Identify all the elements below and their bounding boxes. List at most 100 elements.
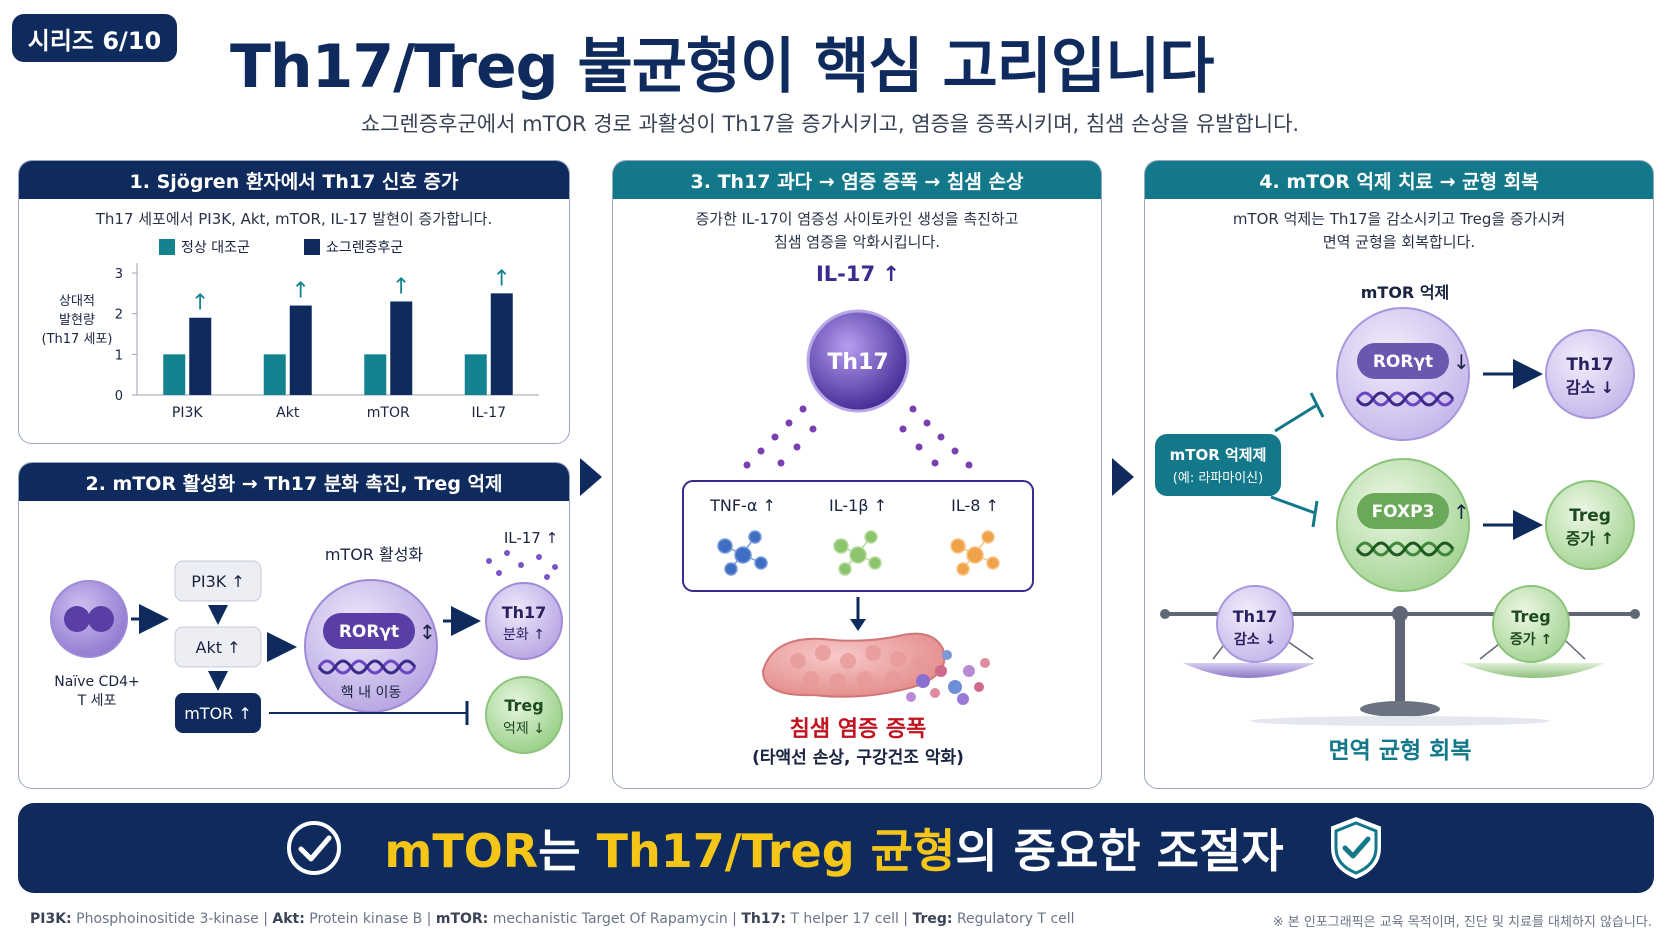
x-tick-label: PI3K — [172, 405, 203, 421]
panel4-desc-2: 면역 균형을 회복합니다. — [1322, 233, 1476, 252]
bar-control-mtor — [364, 354, 387, 395]
panel-mtor-inhibition: 4. mTOR 억제 치료 → 균형 회복 mTOR 억제는 Th17을 감소시… — [1144, 160, 1654, 789]
mtor-inhibition-diagram: mTOR 억제 RORγt ↓ Th17 감소 ↓ mTOR 억제제 (예: 라… — [1155, 283, 1640, 764]
treg-increase-cell-icon — [1545, 480, 1635, 570]
check-circle-icon — [287, 821, 342, 875]
rorgt-label: RORγt — [339, 622, 399, 642]
pi3k-chip: PI3K ↑ — [191, 572, 245, 591]
panel-th17-signal: 1. Sjögren 환자에서 Th17 신호 증가 Th17 세포에서 PI3… — [18, 160, 570, 444]
th17-decrease-label: Th17 — [1566, 355, 1613, 375]
up-arrow-icon: ↑ — [191, 291, 209, 316]
y-axis-label: (Th17 세포) — [42, 332, 113, 347]
mtor-inhibitor-example: (예: 라파마이신) — [1173, 471, 1263, 486]
il17-top-label: IL-17 ↑ — [816, 262, 900, 286]
result-label: 침샘 염증 증폭 — [790, 717, 927, 742]
akt-chip: Akt ↑ — [196, 638, 241, 657]
naive-cell-label: Naïve CD4+ — [54, 674, 139, 690]
bar-sjogren-mtor — [390, 301, 413, 395]
y-axis-label: 발현량 — [59, 313, 95, 328]
page-title: Th17/Treg 불균형이 핵심 고리입니다 — [230, 32, 1215, 102]
panel-mtor-activation: 2. mTOR 활성화 → Th17 분화 촉진, Treg 억제 Naïve … — [18, 462, 570, 789]
tnf-label: TNF-α ↑ — [709, 496, 776, 515]
page-subtitle: 쇼그렌증후군에서 mTOR 경로 과활성이 Th17을 증가시키고, 염증을 증… — [360, 112, 1300, 136]
panel3-desc-2: 침샘 염증을 악화시킵니다. — [773, 233, 941, 252]
legend-label-control: 정상 대조군 — [181, 240, 250, 256]
mtor-inhibitor-label: mTOR 억제제 — [1170, 446, 1267, 464]
scale-treg-label: Treg — [1511, 607, 1550, 626]
mtor-activation-label: mTOR 활성화 — [325, 545, 424, 564]
scale-treg-cell-icon — [1492, 585, 1570, 663]
x-tick-label: IL-17 — [471, 405, 506, 421]
mtor-chip: mTOR ↑ — [184, 704, 252, 723]
treg-increase-label: Treg — [1569, 506, 1611, 526]
bar-control-akt — [263, 354, 286, 395]
panel1-desc: Th17 세포에서 PI3K, Akt, mTOR, IL-17 발현이 증가합… — [95, 210, 493, 228]
immune-cell-cluster-icon — [906, 650, 990, 705]
scale-treg-sub: 증가 ↑ — [1510, 632, 1552, 648]
legend-swatch-sjogren — [304, 239, 320, 255]
bar-sjogren-akt — [289, 305, 312, 395]
inhibit-rorgt-line — [1274, 403, 1318, 433]
rorgt-up-down-icon: ↕ — [419, 620, 436, 644]
salivary-gland-icon — [761, 632, 946, 698]
cytokine-dots — [743, 405, 973, 469]
th17-decrease-cell-icon — [1545, 329, 1635, 419]
panel3-title: 3. Th17 과다 → 염증 증폭 → 침샘 손상 — [613, 161, 1101, 199]
th17-large-label: Th17 — [827, 350, 888, 375]
banner-particle: 는 — [538, 824, 597, 878]
il8-molecule-icon — [950, 530, 1000, 576]
abbreviation-footnote: PI3K: Phosphoinositide 3-kinase | Akt: P… — [30, 911, 1075, 927]
nuclear-translocation-label: 핵 내 이동 — [341, 685, 402, 701]
y-tick-label: 0 — [115, 389, 123, 404]
bar-control-il-17 — [464, 354, 487, 395]
il1b-label: IL-1β ↑ — [829, 496, 887, 515]
banner-mtor: mTOR — [384, 824, 539, 878]
treg-label: Treg — [504, 696, 543, 715]
panel-flow-arrow-2 — [1112, 458, 1134, 496]
up-arrow-icon: ↑ — [392, 274, 410, 299]
inhibit-foxp3-line — [1270, 495, 1316, 515]
panel-flow-arrow-1 — [580, 458, 602, 496]
panel-inflammation: 3. Th17 과다 → 염증 증폭 → 침샘 손상 증가한 IL-17이 염증… — [612, 160, 1102, 789]
scale-th17-cell-icon — [1216, 585, 1294, 663]
shield-check-icon — [1328, 814, 1383, 882]
banner-balance: Th17/Treg 균형 — [596, 824, 956, 878]
il17-dots — [486, 550, 558, 580]
il17-label: IL-17 ↑ — [504, 529, 558, 547]
naive-cell-label-2: T 세포 — [77, 693, 117, 709]
bar-sjogren-il-17 — [490, 293, 513, 395]
y-tick-label: 2 — [115, 308, 123, 323]
scale-th17-label: Th17 — [1233, 607, 1278, 626]
bar-sjogren-pi3k — [189, 317, 212, 395]
y-tick-label: 1 — [115, 348, 123, 363]
series-badge: 시리즈 6/10 — [12, 14, 177, 62]
inflammation-diagram: IL-17 ↑ Th17 TNF-α ↑ IL-1β ↑ IL-8 ↑ — [682, 262, 1034, 768]
panel1-title: 1. Sjögren 환자에서 Th17 신호 증가 — [19, 161, 569, 199]
th17-diff-label: 분화 ↑ — [503, 627, 545, 643]
result-sub-label: (타액선 손상, 구강건조 악화) — [752, 748, 964, 768]
cytokine-box — [682, 480, 1034, 592]
balance-recovery-label: 면역 균형 회복 — [1329, 738, 1472, 764]
key-message-text: mTOR는 Th17/Treg 균형의 중요한 조절자 — [384, 815, 1283, 881]
key-message-banner: mTOR는 Th17/Treg 균형의 중요한 조절자 — [18, 803, 1654, 893]
y-tick-label: 3 — [115, 267, 123, 282]
treg-cell-icon — [485, 676, 563, 754]
panel2-title: 2. mTOR 활성화 → Th17 분화 촉진, Treg 억제 — [19, 463, 569, 501]
th17-cell-large-icon — [806, 309, 910, 413]
legend-swatch-control — [159, 239, 175, 255]
scale-th17-sub: 감소 ↓ — [1234, 631, 1276, 648]
mtor-pathway-diagram: Naïve CD4+ T 세포 PI3K ↑ Akt ↑ mTOR ↑ mTOR… — [50, 529, 563, 754]
panel4-desc-1: mTOR 억제는 Th17을 감소시키고 Treg을 증가시켜 — [1232, 210, 1566, 228]
y-axis-label: 상대적 — [59, 294, 95, 309]
mtor-inhibition-label: mTOR 억제 — [1361, 283, 1450, 302]
th17-cell-icon — [485, 582, 563, 660]
mtor-inhibitor-chip — [1155, 434, 1281, 496]
panel4-title: 4. mTOR 억제 치료 → 균형 회복 — [1145, 161, 1653, 199]
rorgt-label-p4: RORγt — [1373, 352, 1433, 372]
th17-label: Th17 — [502, 603, 547, 622]
th17-decrease-sub: 감소 ↓ — [1566, 378, 1614, 397]
x-tick-label: Akt — [276, 405, 300, 421]
legend-label-sjogren: 쇼그렌증후군 — [326, 240, 403, 256]
bar-control-pi3k — [163, 354, 186, 395]
